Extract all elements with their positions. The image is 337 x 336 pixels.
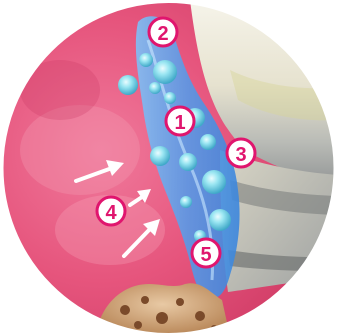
marker-4-label: 4: [105, 202, 117, 224]
bead-icon: [179, 153, 197, 171]
bead-icon: [153, 60, 177, 84]
marker-3-label: 3: [235, 144, 246, 166]
bead-icon: [164, 92, 176, 104]
bead-icon: [118, 75, 138, 95]
bead-icon: [149, 82, 161, 94]
bead-icon: [202, 170, 226, 194]
bead-icon: [150, 146, 170, 166]
marker-4: 4: [97, 197, 125, 225]
marker-5-label: 5: [200, 244, 211, 266]
bead-icon: [209, 209, 231, 231]
marker-2-label: 2: [157, 23, 168, 45]
marker-2: 2: [149, 18, 177, 46]
marker-1-label: 1: [174, 112, 185, 134]
bead-icon: [200, 134, 216, 150]
bead-icon: [139, 53, 153, 67]
marker-5: 5: [192, 239, 220, 267]
marker-3: 3: [227, 139, 255, 167]
bead-icon: [180, 196, 192, 208]
marker-1: 1: [166, 107, 194, 135]
